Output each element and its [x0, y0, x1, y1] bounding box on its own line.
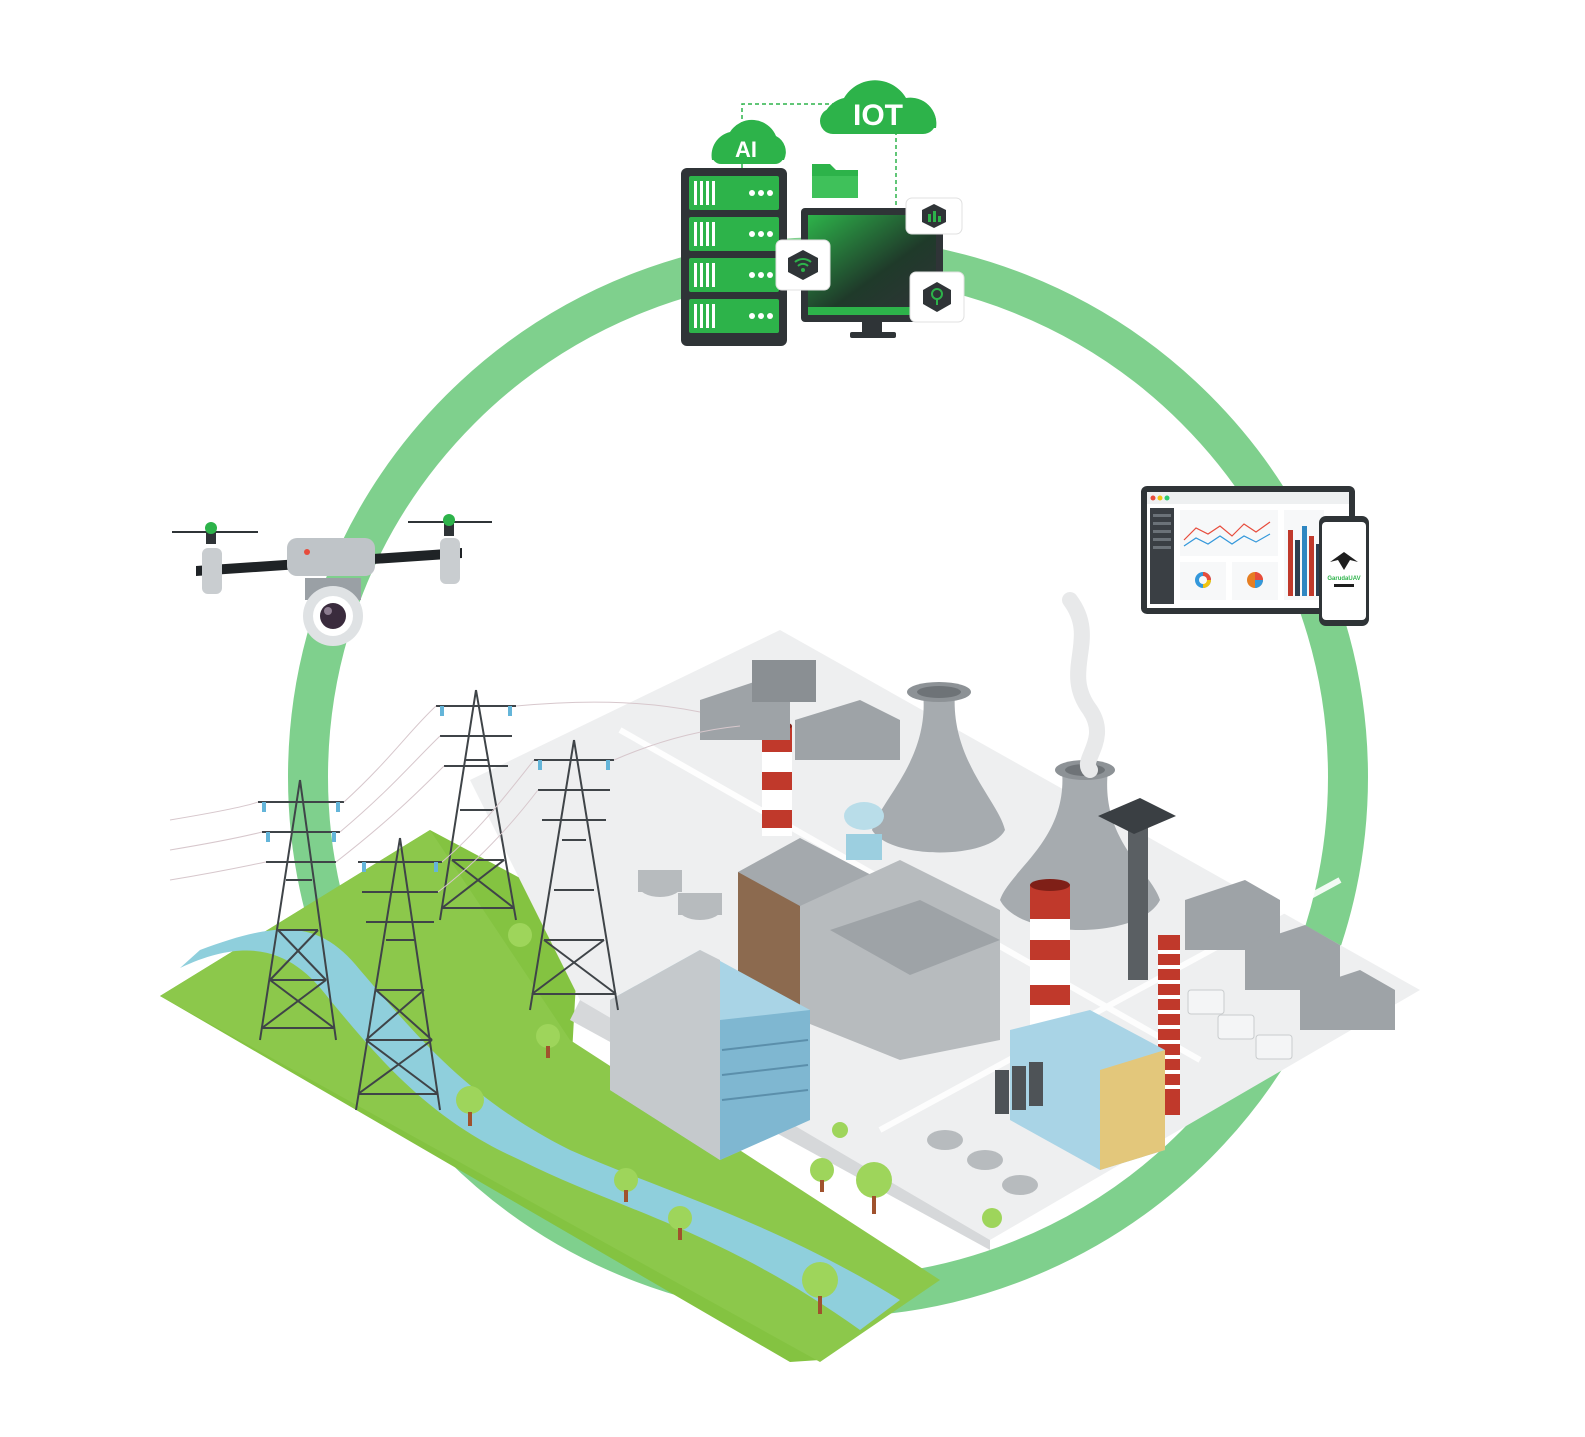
cloud-ai-icon: AI: [711, 119, 786, 164]
transmission-tower-icon: [169, 689, 741, 1111]
chart-icon: [905, 197, 963, 235]
wifi-icon: [775, 239, 831, 291]
phone-brand-label: GarudaUAV: [1327, 576, 1360, 582]
folder-icon: [812, 164, 858, 198]
smartphone-icon: GarudaUAV: [1319, 516, 1369, 626]
cloud-iot-label: IOT: [853, 99, 903, 132]
server-rack-icon: [681, 168, 787, 346]
search-icon: [909, 271, 965, 323]
cloud-ai-label: AI: [735, 137, 757, 162]
drone-icon: [172, 514, 492, 646]
power-plant-icon: [160, 592, 1420, 1362]
cloud-iot-icon: IOT: [820, 80, 937, 134]
insulators: [262, 706, 610, 872]
transformer-icon: [700, 660, 1395, 1030]
ai-iot-cluster: AI IOT: [681, 80, 965, 346]
trees: [456, 923, 1002, 1314]
smokestack-icon: [762, 721, 1180, 1115]
tablet-dashboard-icon: [1141, 486, 1355, 614]
cooling-tower-icon: [872, 592, 1160, 930]
